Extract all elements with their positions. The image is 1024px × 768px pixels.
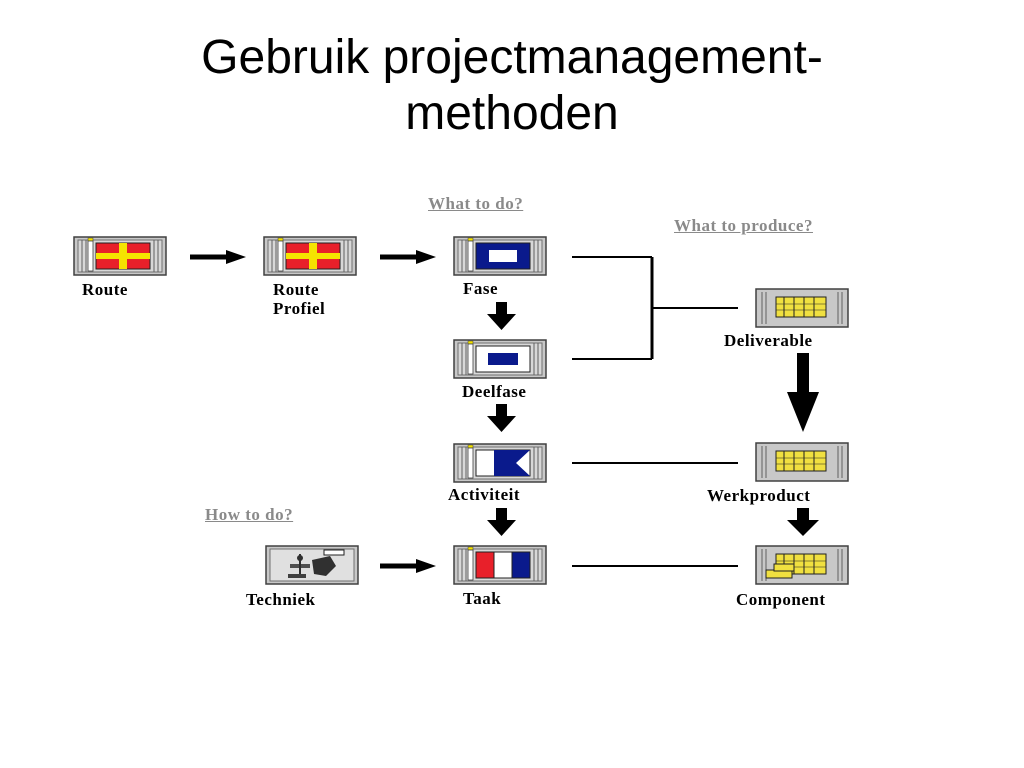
title-line-2: methoden — [405, 87, 619, 140]
techniek-label: Techniek — [246, 590, 316, 609]
deliverable-label: Deliverable — [724, 331, 813, 350]
arrow-deliverable-to-werkproduct — [787, 353, 819, 432]
route-profiel-label-1: Route — [273, 280, 319, 299]
techniek-icon — [265, 545, 359, 585]
deelfase-icon — [453, 339, 547, 379]
activiteit-label: Activiteit — [448, 485, 521, 504]
route-icon — [74, 237, 166, 275]
werkproduct-icon — [755, 442, 849, 482]
arrow-profiel-to-fase — [380, 250, 436, 264]
title-line-1: Gebruik projectmanagement- — [201, 31, 823, 84]
taak-icon — [453, 545, 547, 585]
route-label: Route — [82, 280, 128, 299]
arrow-deelfase-to-activiteit — [487, 404, 516, 432]
activiteit-icon — [453, 443, 547, 483]
deelfase-label: Deelfase — [462, 382, 527, 401]
arrow-techniek-to-taak — [380, 559, 436, 573]
deliverable-icon — [755, 288, 849, 328]
arrow-werkproduct-to-component — [787, 508, 819, 536]
fase-icon — [453, 236, 547, 276]
component-icon — [755, 545, 849, 585]
route-profiel-icon — [264, 237, 356, 275]
fase-label: Fase — [463, 279, 499, 298]
arrow-activiteit-to-taak — [487, 508, 516, 536]
werkproduct-label: Werkproduct — [707, 486, 811, 505]
arrow-route-to-profiel — [190, 250, 246, 264]
arrow-fase-to-deelfase — [487, 302, 516, 330]
what-to-produce-link[interactable]: What to produce? — [674, 216, 813, 235]
how-to-do-link[interactable]: How to do? — [205, 505, 294, 524]
component-label: Component — [736, 590, 826, 609]
route-profiel-label-2: Profiel — [273, 299, 326, 318]
slide-title: Gebruik projectmanagement- methoden — [0, 30, 1024, 142]
connector-fase-deelfase-deliverable — [572, 256, 738, 360]
what-to-do-link[interactable]: What to do? — [428, 194, 524, 213]
taak-label: Taak — [463, 589, 502, 608]
